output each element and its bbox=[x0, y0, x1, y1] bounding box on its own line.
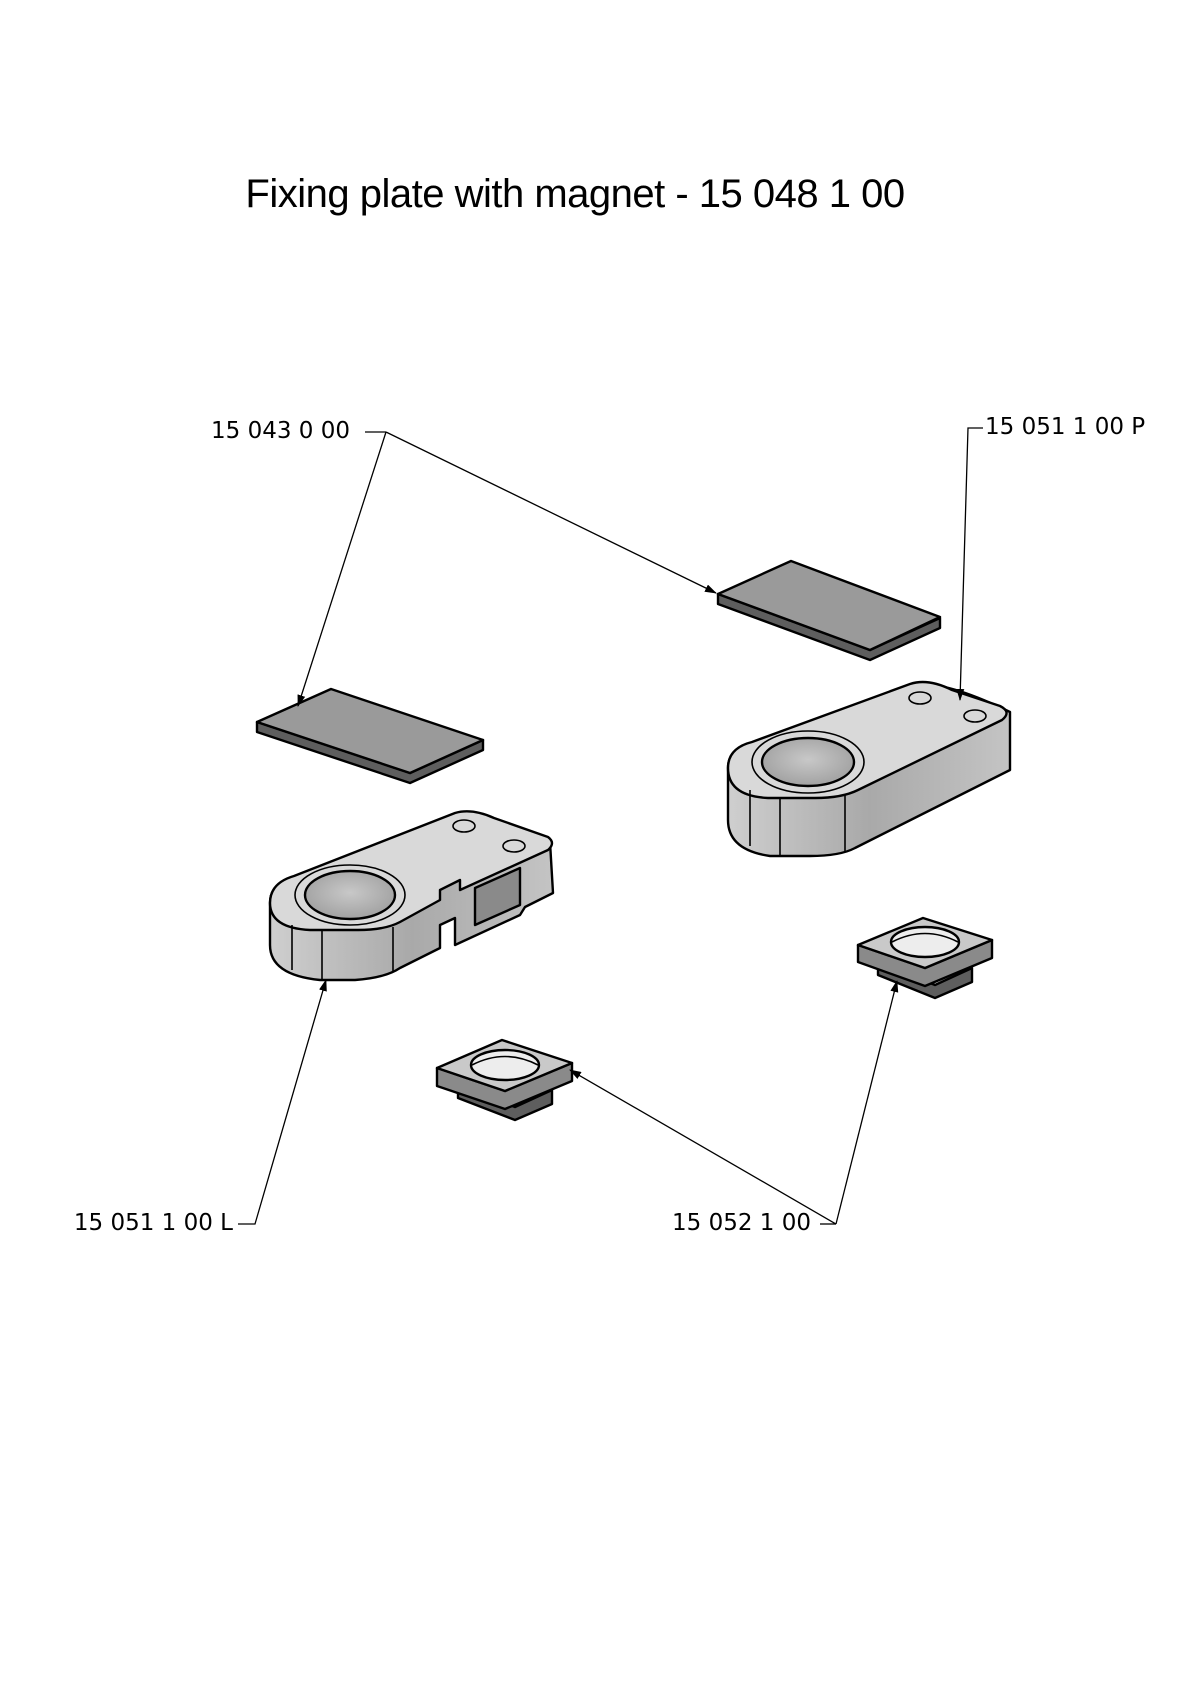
callout-left-plate-part-number: 15 051 1 00 L bbox=[73, 1210, 233, 1236]
leader-cap-right bbox=[835, 980, 899, 1225]
leader-lines bbox=[238, 427, 983, 1225]
cap-right bbox=[856, 916, 994, 1000]
callout-right-plate-part-number: 15 051 1 00 P bbox=[985, 414, 1146, 440]
callout-magnet-part-number: 15 043 0 00 bbox=[211, 418, 350, 444]
leader-magnet-left bbox=[297, 431, 387, 707]
magnet-left bbox=[255, 687, 485, 785]
plate-left bbox=[268, 810, 555, 982]
cap-right-base bbox=[876, 960, 974, 1000]
plate-right bbox=[726, 680, 1012, 858]
magnet-right-top-face bbox=[716, 559, 942, 652]
leader-plate-right bbox=[956, 427, 983, 701]
plate-left-magnet-boss bbox=[303, 869, 397, 921]
plate-left-hole-1 bbox=[452, 819, 476, 833]
callout-cap-part-number: 15 052 1 00 bbox=[672, 1210, 811, 1236]
plate-right-hole-1 bbox=[908, 691, 932, 705]
magnet-left-top-face bbox=[255, 687, 485, 775]
plate-right-hole-2 bbox=[963, 709, 987, 723]
leader-cap-left bbox=[569, 1069, 837, 1225]
magnet-right bbox=[716, 559, 942, 662]
cap-right-bore bbox=[889, 925, 961, 959]
leader-magnet-right bbox=[385, 431, 717, 594]
drawing-title: Fixing plate with magnet - 15 048 1 00 bbox=[245, 172, 905, 216]
cap-left bbox=[435, 1038, 574, 1122]
cap-left-base bbox=[456, 1083, 554, 1122]
plate-left-hole-2 bbox=[502, 839, 526, 853]
plate-left-slot bbox=[473, 866, 522, 927]
cap-left-bore bbox=[469, 1048, 541, 1082]
leader-plate-left bbox=[238, 979, 327, 1225]
plate-right-magnet-boss bbox=[760, 736, 856, 788]
